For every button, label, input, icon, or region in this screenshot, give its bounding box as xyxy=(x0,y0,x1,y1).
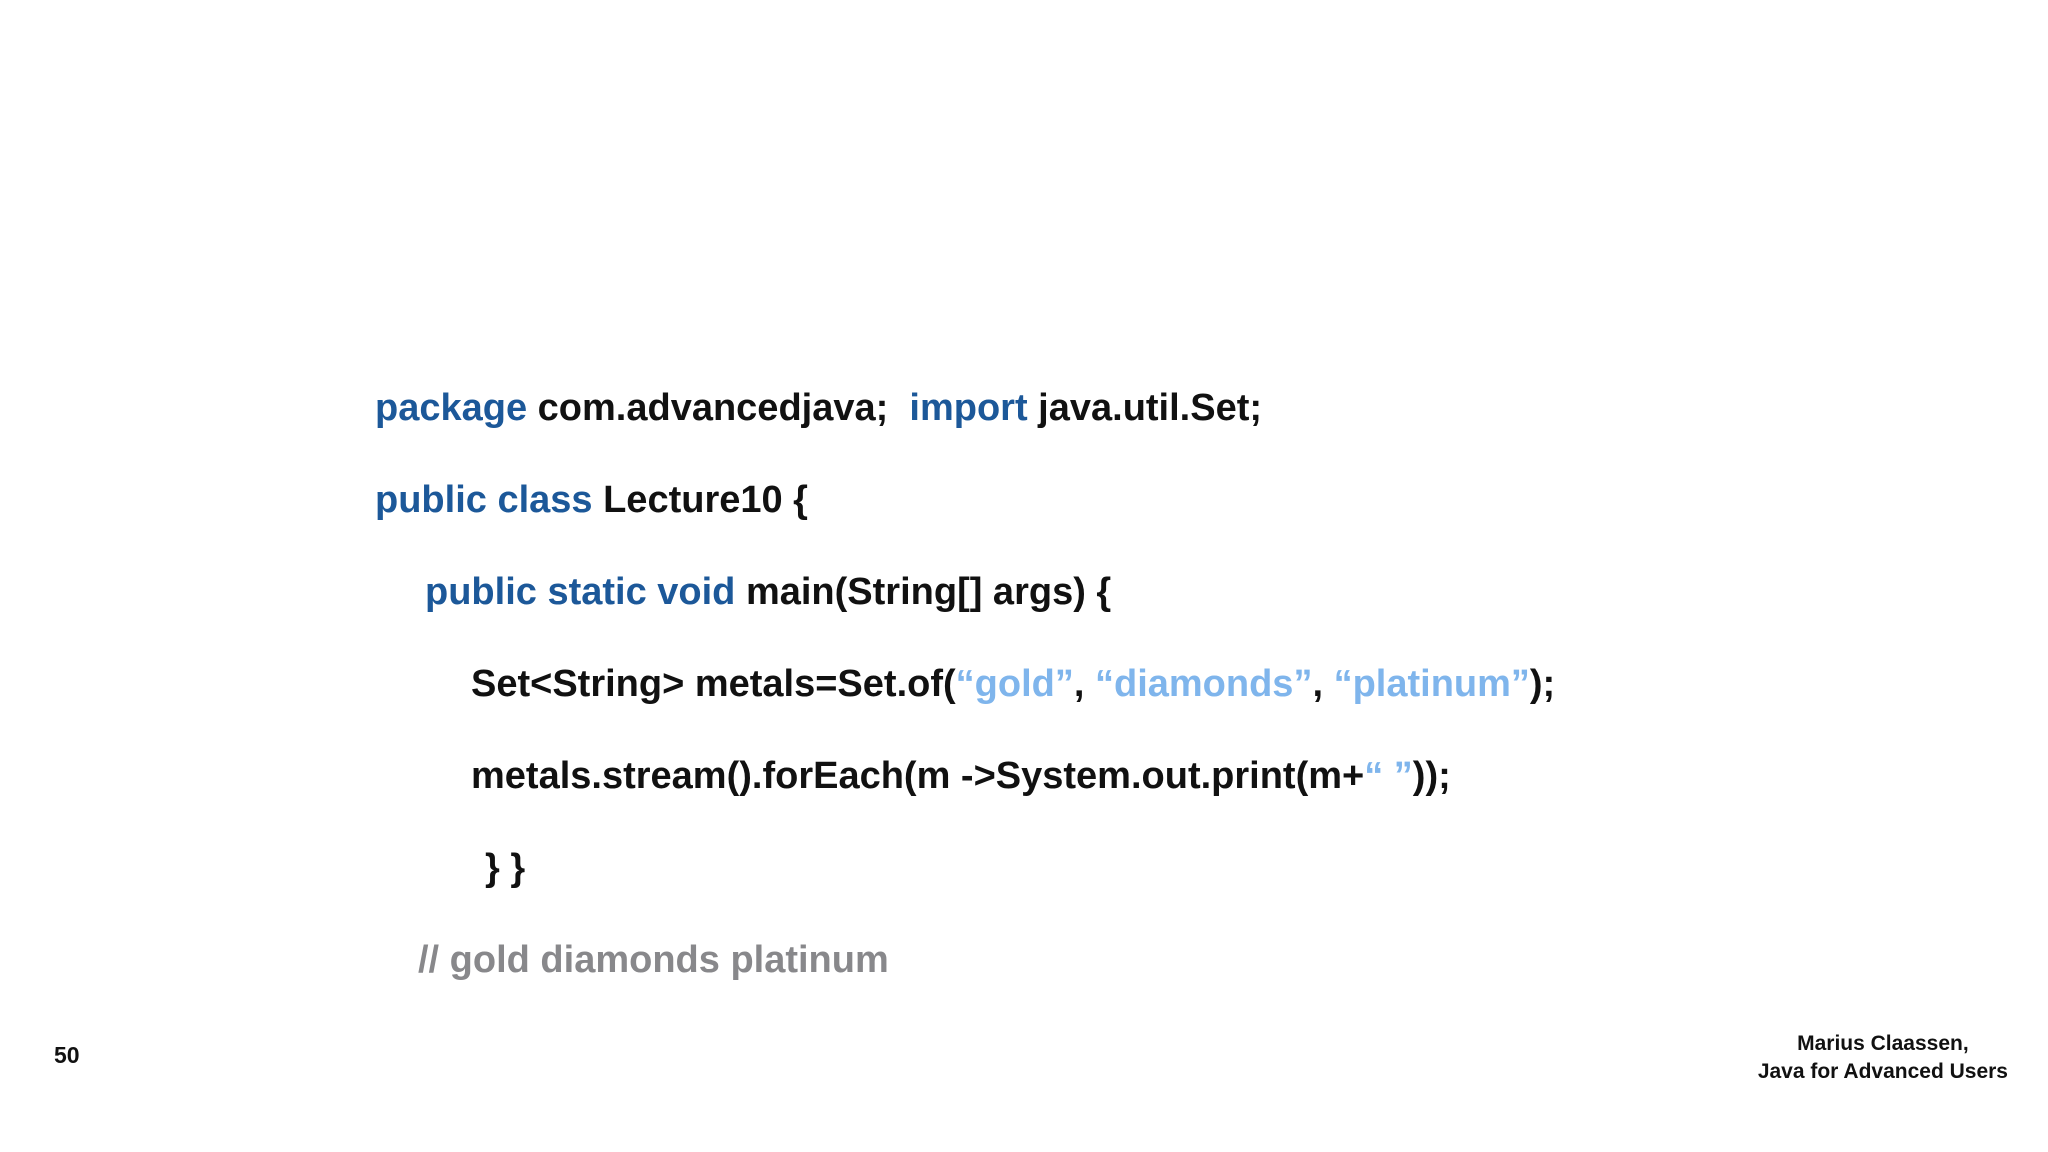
code-segment-plain: )); xyxy=(1412,755,1451,797)
code-segment-plain: } } xyxy=(485,847,526,889)
code-segment-keyword: package xyxy=(375,387,538,429)
code-line: public class Lecture10 { xyxy=(375,454,1555,546)
code-segment-keyword: import xyxy=(909,387,1039,429)
code-segment-plain: , xyxy=(1312,663,1334,705)
code-segment-plain: com.advancedjava; xyxy=(537,387,910,429)
code-line: metals.stream().forEach(m ->System.out.p… xyxy=(375,730,1555,822)
footer-author: Marius Claassen, xyxy=(1797,1032,1969,1055)
code-segment-plain: main(String[] args) { xyxy=(745,571,1112,613)
code-segment-string: “diamonds” xyxy=(1094,663,1313,705)
code-segment-string: “ ” xyxy=(1364,755,1413,797)
footer-credit: Marius Claassen, Java for Advanced Users xyxy=(1758,1030,2008,1086)
code-segment-plain: , xyxy=(1073,663,1095,705)
page-number: 50 xyxy=(54,1042,80,1068)
code-segment-plain: java.util.Set; xyxy=(1038,387,1263,429)
code-segment-string: “platinum” xyxy=(1333,663,1530,705)
code-line: Set<String> metals=Set.of(“gold”, “diamo… xyxy=(375,638,1555,730)
footer-course: Java for Advanced Users xyxy=(1757,1060,2008,1083)
code-line: // gold diamonds platinum xyxy=(375,914,1555,1006)
code-segment-plain: Set<String> metals=Set.of( xyxy=(471,663,956,705)
code-line: } } xyxy=(375,822,1555,914)
code-segment-comment: // gold diamonds platinum xyxy=(418,939,889,981)
code-segment-plain: Lecture10 { xyxy=(603,479,808,521)
code-segment-keyword: public class xyxy=(375,479,604,521)
code-segment-string: “gold” xyxy=(955,663,1074,705)
code-segment-plain: ); xyxy=(1529,663,1556,705)
code-line: package com.advancedjava; import java.ut… xyxy=(375,362,1555,454)
code-line: public static void main(String[] args) { xyxy=(375,546,1555,638)
code-block: package com.advancedjava; import java.ut… xyxy=(375,362,1555,1006)
code-segment-plain: metals.stream().forEach(m ->System.out.p… xyxy=(471,755,1365,797)
code-segment-keyword: public static void xyxy=(425,571,746,613)
